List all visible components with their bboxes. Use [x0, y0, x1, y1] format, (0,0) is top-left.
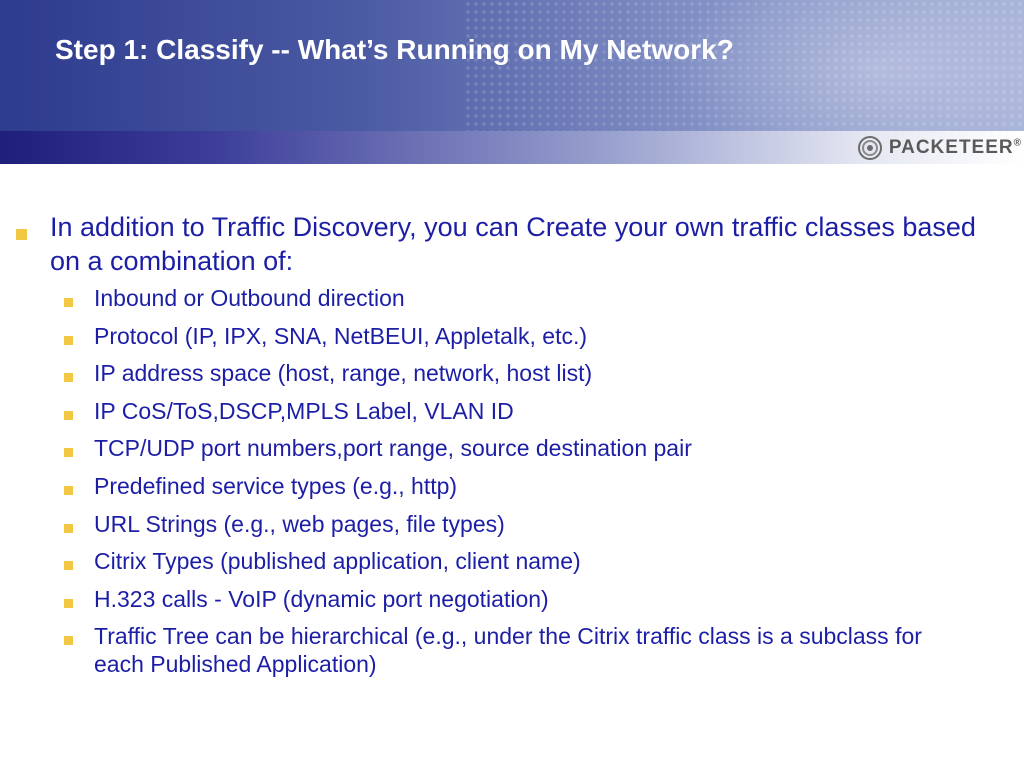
- slide-title: Step 1: Classify -- What’s Running on My…: [55, 34, 734, 65]
- sub-bullet-text: Protocol (IP, IPX, SNA, NetBEUI, Appleta…: [94, 322, 588, 349]
- square-bullet-icon: [64, 485, 73, 495]
- sub-bullet-text: IP address space (host, range, network, …: [94, 360, 593, 387]
- sub-bullet: Inbound or Outbound direction: [0, 284, 974, 312]
- sub-bullet: Traffic Tree can be hierarchical (e.g., …: [0, 622, 974, 678]
- header-band: [0, 131, 1024, 164]
- sub-bullet: TCP/UDP port numbers,port range, source …: [0, 434, 974, 462]
- sub-bullet-text: Citrix Types (published application, cli…: [94, 548, 581, 575]
- header-glow: [664, 0, 1024, 131]
- sub-bullet-text: H.323 calls - VoIP (dynamic port negotia…: [94, 585, 549, 612]
- slide-body: In addition to Traffic Discovery, you ca…: [0, 210, 1024, 688]
- square-bullet-icon: [64, 598, 73, 608]
- square-bullet-icon: [64, 335, 73, 345]
- sub-bullet-text: IP CoS/ToS,DSCP,MPLS Label, VLAN ID: [94, 397, 514, 424]
- square-bullet-icon: [64, 410, 73, 420]
- square-bullet-icon: [64, 298, 73, 307]
- sub-bullet-text: Predefined service types (e.g., http): [94, 472, 458, 499]
- sub-bullet: H.323 calls - VoIP (dynamic port negotia…: [0, 585, 974, 613]
- sub-bullet: IP address space (host, range, network, …: [0, 359, 974, 387]
- sub-bullet: Citrix Types (published application, cli…: [0, 547, 974, 575]
- main-bullet: In addition to Traffic Discovery, you ca…: [0, 210, 984, 278]
- slide-header: Step 1: Classify -- What’s Running on My…: [0, 0, 1024, 131]
- sub-bullet: IP CoS/ToS,DSCP,MPLS Label, VLAN ID: [0, 397, 974, 425]
- header-dot-pattern: [464, 0, 1024, 131]
- sub-bullet-text: URL Strings (e.g., web pages, file types…: [94, 510, 505, 537]
- sub-bullet-text: Traffic Tree can be hierarchical (e.g., …: [94, 623, 922, 678]
- packeteer-logo: PACKETEER®: [857, 134, 1022, 162]
- packeteer-swirl-icon: [857, 136, 882, 160]
- sub-bullet: URL Strings (e.g., web pages, file types…: [0, 510, 974, 538]
- sub-bullet-text: TCP/UDP port numbers,port range, source …: [94, 435, 692, 462]
- square-bullet-icon: [64, 636, 73, 646]
- square-bullet-icon: [16, 229, 27, 240]
- sub-bullet: Protocol (IP, IPX, SNA, NetBEUI, Appleta…: [0, 322, 974, 350]
- sub-bullet-list: Inbound or Outbound direction Protocol (…: [0, 284, 1024, 678]
- logo-text: PACKETEER®: [888, 137, 1022, 158]
- sub-bullet: Predefined service types (e.g., http): [0, 472, 974, 500]
- square-bullet-icon: [64, 523, 73, 533]
- square-bullet-icon: [64, 448, 73, 458]
- square-bullet-icon: [64, 373, 73, 383]
- square-bullet-icon: [64, 561, 73, 571]
- main-bullet-text: In addition to Traffic Discovery, you ca…: [50, 212, 976, 276]
- sub-bullet-text: Inbound or Outbound direction: [94, 285, 405, 311]
